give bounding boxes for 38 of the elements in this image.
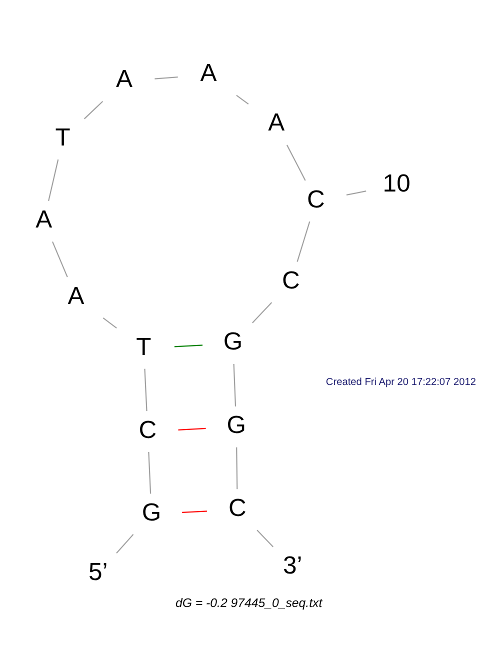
connector	[48, 158, 58, 201]
node-text: A	[35, 206, 52, 233]
node-text: C	[306, 186, 324, 213]
connector	[256, 529, 274, 547]
node-text: 3’	[282, 552, 302, 580]
connector	[102, 317, 116, 328]
connector	[116, 534, 134, 553]
connector	[346, 190, 366, 196]
connector	[174, 344, 202, 347]
connector	[178, 427, 206, 430]
connector	[236, 446, 238, 489]
connector	[232, 363, 236, 406]
connector	[83, 100, 103, 119]
connector	[51, 240, 68, 277]
node-text: A	[116, 66, 132, 93]
node-text: 5’	[88, 558, 108, 586]
caption: dG = -0.2 97445_0_seq.txt	[174, 596, 322, 610]
node-text: C	[228, 494, 246, 522]
connector	[144, 368, 147, 411]
connector	[181, 510, 206, 513]
connector	[236, 94, 248, 104]
node-text: 10	[382, 170, 410, 197]
node-text: G	[226, 412, 246, 439]
node-text: G	[222, 328, 242, 356]
connector	[286, 144, 306, 180]
node-text: G	[141, 498, 161, 526]
node-text: A	[200, 60, 216, 87]
connector	[252, 302, 272, 323]
node-text: A	[268, 109, 284, 136]
node-text: C	[138, 416, 156, 444]
connector	[148, 452, 151, 494]
node-text: A	[67, 282, 84, 310]
connector	[296, 220, 310, 262]
label: Created Fri Apr 20 17:22:07 2012	[325, 376, 476, 388]
node-text: T	[54, 124, 70, 152]
node-text: C	[282, 266, 300, 294]
connector	[154, 76, 178, 79]
node-text: T	[136, 333, 151, 360]
